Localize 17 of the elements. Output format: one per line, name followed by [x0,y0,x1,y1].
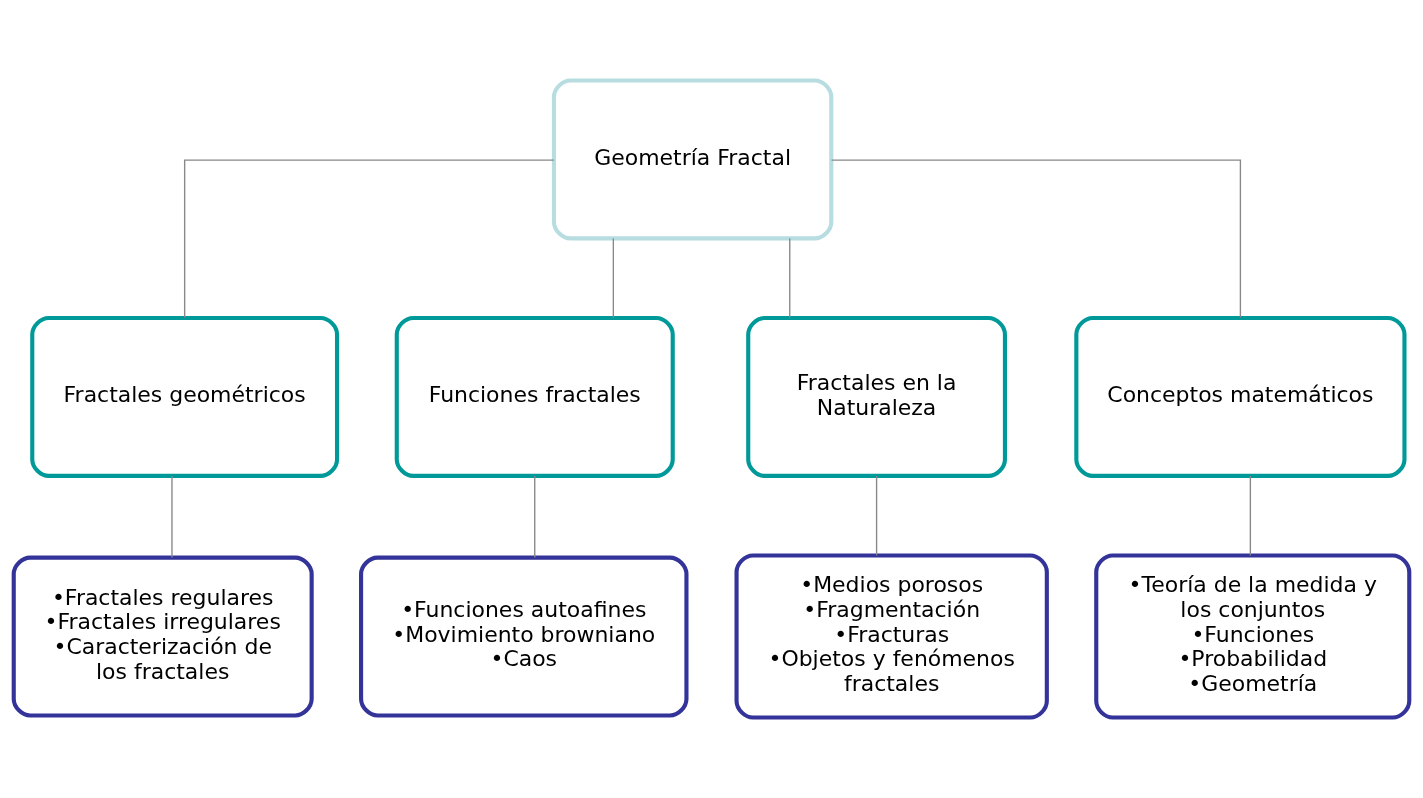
connector [183,159,555,319]
node-box: •Medios porosos •Fragmentación •Fracturas •Objetos y fenómenos fractales [734,553,1049,720]
node-box: •Funciones autoafines •Movimiento browniano •Caos [359,555,689,718]
connector [534,475,536,559]
connector [830,159,1242,319]
node-box: Fractales geométricos [30,315,340,478]
node-box: Fractales en la Naturaleza [746,315,1007,478]
connector [1249,475,1252,557]
node-box: Geometría Fractal [551,78,834,241]
connector [171,475,173,559]
node-box: Funciones fractales [394,315,675,478]
connector [875,475,878,557]
connector [612,237,615,319]
node-box: •Teoría de la medida y los conjuntos •Funciones •Probabilidad •Geometría [1094,553,1412,720]
connector [789,237,791,319]
node-box: •Fractales regulares •Fractales irregulares •Caracterización de los fractales [11,555,314,718]
node-box: Conceptos matemáticos [1074,315,1407,478]
